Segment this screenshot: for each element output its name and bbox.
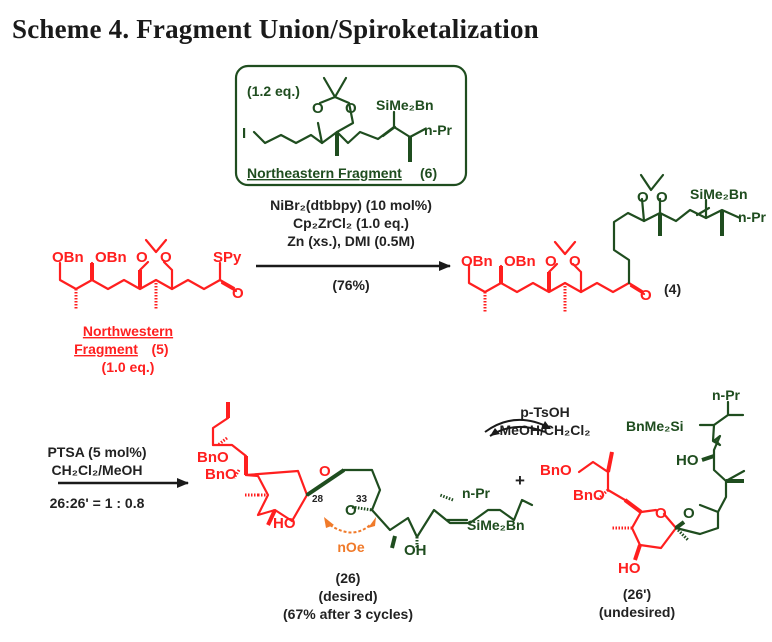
plus-sign: + bbox=[515, 471, 525, 490]
p4-ketone-o: O bbox=[640, 287, 652, 304]
p4-silyl: SiMe₂Bn bbox=[690, 186, 748, 202]
nw-o1: O bbox=[136, 249, 148, 266]
fragment-box bbox=[234, 64, 468, 187]
nw-equiv: (1.0 eq.) bbox=[102, 359, 155, 375]
p4-propyl: n-Pr bbox=[738, 209, 767, 225]
p26p-label: (26') bbox=[623, 586, 651, 602]
locant-33: 33 bbox=[356, 494, 368, 505]
p26-ho: HO bbox=[273, 515, 296, 532]
p4-label: (4) bbox=[664, 281, 681, 297]
nw-obn1: OBn bbox=[52, 249, 84, 266]
step2-reagent-2: CH₂Cl₂/MeOH bbox=[52, 462, 143, 478]
product-26-prime: BnO BnO O O HO HO BnMe₂Si n-Pr (26') (un… bbox=[540, 387, 746, 620]
northeastern-fragment: (1.2 eq.) I O O SiMe₂Bn n-Pr Northeaster… bbox=[234, 64, 468, 187]
p26-bno1: BnO bbox=[197, 449, 229, 466]
step1-reagent-1: NiBr₂(dtbbpy) (10 mol%) bbox=[270, 197, 432, 213]
step2-ratio: 26:26' = 1 : 0.8 bbox=[50, 495, 145, 511]
p26-oh: OH bbox=[404, 542, 427, 559]
step1-reagent-3: Zn (xs.), DMI (0.5M) bbox=[287, 233, 415, 249]
step1-yield: (76%) bbox=[332, 277, 369, 293]
nw-o2: O bbox=[160, 249, 172, 266]
p26-propyl: n-Pr bbox=[462, 485, 491, 501]
nw-carbonyl-o: O bbox=[232, 285, 244, 302]
ne-o2: O bbox=[345, 100, 357, 117]
equilibrium: p-TsOH MeOH/CH₂Cl₂ bbox=[484, 404, 591, 438]
p26p-silyl: BnMe₂Si bbox=[626, 418, 684, 434]
noe-label: nOe bbox=[337, 539, 364, 555]
p26p-descriptor: (undesired) bbox=[599, 604, 675, 620]
p26-silyl: SiMe₂Bn bbox=[467, 517, 525, 533]
northwestern-fragment: OBn OBn O O SPy O Northwestern Fragment … bbox=[52, 238, 244, 375]
p4-o3: O bbox=[637, 189, 649, 206]
p4-o1: O bbox=[545, 253, 557, 270]
noe-correlation bbox=[329, 524, 371, 534]
p26p-bno1: BnO bbox=[540, 462, 572, 479]
p4-o2: O bbox=[569, 253, 581, 270]
p26-ring-o1: O bbox=[319, 463, 331, 480]
ne-propyl: n-Pr bbox=[424, 122, 453, 138]
nw-obn2: OBn bbox=[95, 249, 127, 266]
ne-equiv: (1.2 eq.) bbox=[247, 83, 300, 99]
nw-label-line2: Fragment bbox=[74, 341, 138, 357]
nw-label-line1: Northwestern bbox=[83, 323, 173, 339]
ne-o1: O bbox=[312, 100, 324, 117]
locant-28: 28 bbox=[312, 494, 324, 505]
step1-conditions: NiBr₂(dtbbpy) (10 mol%) Cp₂ZrCl₂ (1.0 eq… bbox=[256, 197, 451, 293]
p4-obn1: OBn bbox=[461, 253, 493, 270]
p26-descriptor: (desired) bbox=[318, 588, 377, 604]
step1-reagent-2: Cp₂ZrCl₂ (1.0 eq.) bbox=[293, 215, 409, 231]
p26-ring-o2: O bbox=[345, 502, 357, 519]
p26p-propyl: n-Pr bbox=[712, 387, 741, 403]
product-26: BnO BnO O O HO OH SiMe₂Bn n-Pr 28 33 nOe… bbox=[197, 402, 534, 622]
nw-label-number: (5) bbox=[151, 341, 168, 357]
ne-label: Northeastern Fragment bbox=[247, 165, 402, 181]
p4-obn2: OBn bbox=[504, 253, 536, 270]
product-4: OBn OBn O O O O O SiMe₂Bn n-Pr (4) bbox=[461, 173, 767, 312]
step2-conditions: PTSA (5 mol%) CH₂Cl₂/MeOH 26:26' = 1 : 0… bbox=[47, 444, 189, 511]
p4-o4: O bbox=[656, 189, 668, 206]
ne-silyl: SiMe₂Bn bbox=[376, 97, 434, 113]
step2-reagent-1: PTSA (5 mol%) bbox=[47, 444, 146, 460]
p26-label: (26) bbox=[336, 570, 361, 586]
p26p-ring-o1: O bbox=[655, 505, 667, 522]
p26p-ho2: HO bbox=[676, 452, 699, 469]
p26-bno2: BnO bbox=[205, 466, 237, 483]
p26p-ring-o2: O bbox=[683, 505, 695, 522]
ne-label-number: (6) bbox=[420, 165, 437, 181]
p26p-ho1: HO bbox=[618, 560, 641, 577]
p26p-bno2: BnO bbox=[573, 487, 605, 504]
scheme-title: Scheme 4. Fragment Union/Spiroketalizati… bbox=[12, 14, 539, 44]
nw-spy: SPy bbox=[213, 249, 242, 266]
ne-iodide: I bbox=[242, 125, 246, 142]
p26-yield: (67% after 3 cycles) bbox=[283, 606, 413, 622]
eq-reagent-1: p-TsOH bbox=[520, 404, 570, 420]
